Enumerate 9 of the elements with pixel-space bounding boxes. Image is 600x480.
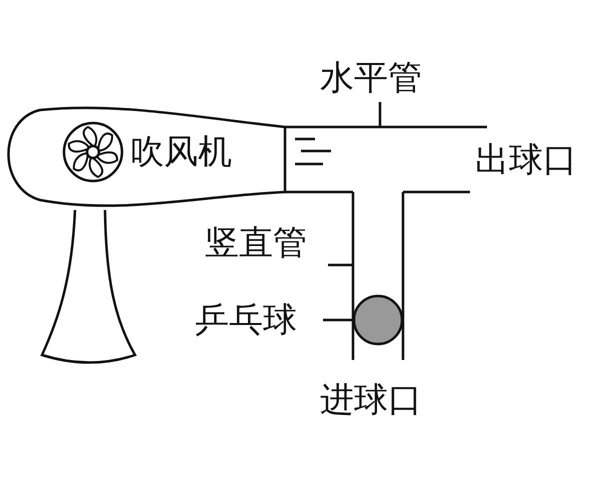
part-label: 竖直管 [205, 223, 307, 263]
part-label: 乒乓球 [195, 300, 297, 340]
leader-line [328, 264, 353, 266]
opening-label: 进球口 [320, 380, 422, 420]
leader-line [378, 102, 382, 127]
part-label: 水平管 [320, 58, 422, 98]
opening-label: 出球口 [475, 140, 577, 180]
device-label: 吹风机 [130, 132, 232, 172]
leader-line [323, 318, 354, 322]
